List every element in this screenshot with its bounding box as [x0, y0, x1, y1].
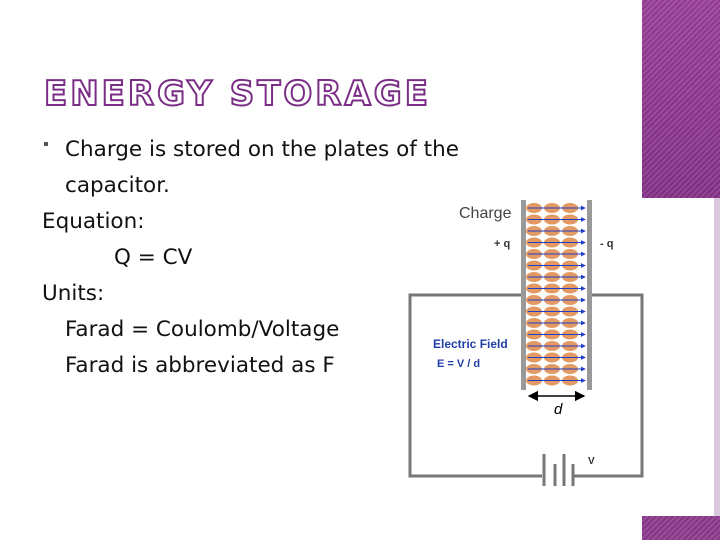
body-line-3: Equation:: [42, 209, 145, 234]
negative-plate: [587, 200, 592, 390]
bullet-line: Charge is stored on the plates of the: [42, 132, 512, 168]
charge-label: Charge: [459, 205, 512, 222]
body-line-2: capacitor.: [65, 173, 170, 198]
voltage-label: V: [588, 456, 595, 467]
minus-q-label: - q: [600, 238, 613, 250]
battery-icon: [542, 454, 575, 486]
circuit-wire-right: [574, 293, 644, 478]
slide-title: ENERGY STORAGE: [43, 73, 431, 115]
equation-line: Q = CV: [114, 245, 193, 270]
positive-plate: [521, 200, 526, 390]
electric-field-label: Electric Field: [433, 337, 508, 351]
gap-label: d: [554, 401, 563, 418]
circuit-wire: [408, 293, 542, 478]
side-panel-edge: [714, 198, 720, 516]
body-line-6: Farad = Coulomb/Voltage: [65, 317, 340, 342]
slide-body: Charge is stored on the plates of the ca…: [42, 132, 512, 384]
body-line-7: Farad is abbreviated as F: [65, 353, 335, 378]
body-line-5: Units:: [42, 281, 105, 306]
bullet-icon: [44, 142, 48, 146]
capacitor-diagram: Charge + q - q Electric Field E = V / d …: [408, 200, 644, 486]
side-panel: [642, 198, 714, 516]
field-equation: E = V / d: [437, 358, 480, 370]
field-arrows: [528, 205, 586, 383]
body-line-1: Charge is stored on the plates of the: [65, 137, 459, 162]
plus-q-label: + q: [494, 238, 510, 250]
charge-dots: [526, 203, 578, 386]
